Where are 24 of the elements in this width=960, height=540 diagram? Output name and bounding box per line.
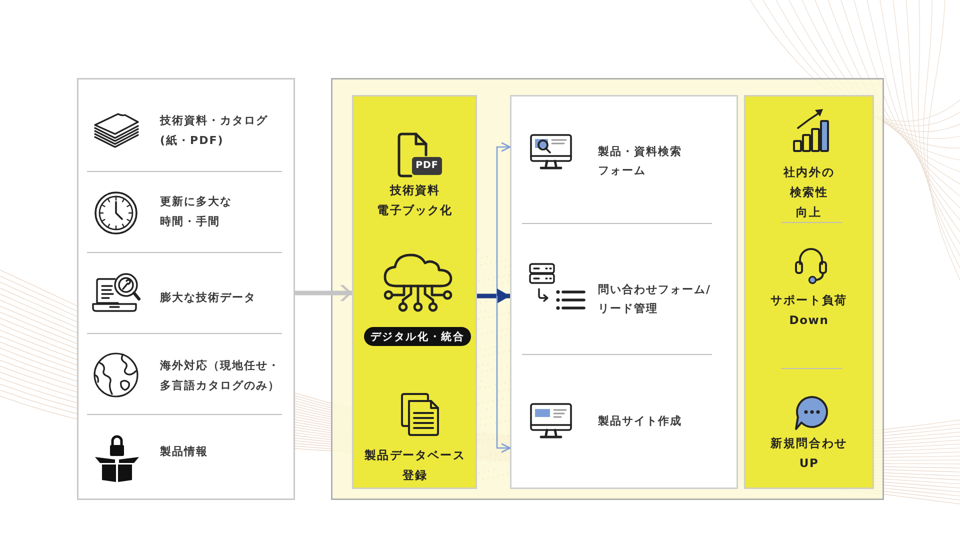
arrow [496, 142, 511, 296]
tag-pill: デジタル化・統合 [364, 327, 471, 346]
item-label: 更新に多大な時間・手間 [160, 194, 232, 230]
benefit-column [744, 95, 874, 489]
container-panel [331, 78, 884, 500]
benefit-label: 新規問合わせ UP [770, 435, 848, 472]
item-label: 技術資料・カタログ(紙・PDF) [160, 113, 268, 149]
feature-label: 問い合わせフォーム/リード管理 [598, 282, 712, 317]
output-panel [510, 95, 738, 489]
benefit-label: 社内外の検索性向上 [783, 164, 835, 221]
list-panel [77, 78, 295, 500]
feature-label: 製品サイト作成 [598, 414, 682, 430]
item-label: 製品情報 [160, 444, 208, 460]
item-label: 膨大な技術データ [160, 290, 256, 306]
arrow [496, 296, 511, 453]
item-label: 海外対応（現地任せ・多言語カタログのみ） [160, 358, 280, 394]
connector-line [477, 294, 497, 298]
highlight-column [352, 95, 477, 489]
feature-label: 製品・資料検索フォーム [598, 144, 682, 179]
step-label: 技術資料電子ブック化 [377, 182, 453, 219]
file-type-label: PDF [416, 160, 438, 172]
arrow [497, 288, 510, 304]
benefit-label: サポート負荷 Down [770, 292, 848, 329]
step-label: 製品データベース登録 [364, 447, 466, 484]
